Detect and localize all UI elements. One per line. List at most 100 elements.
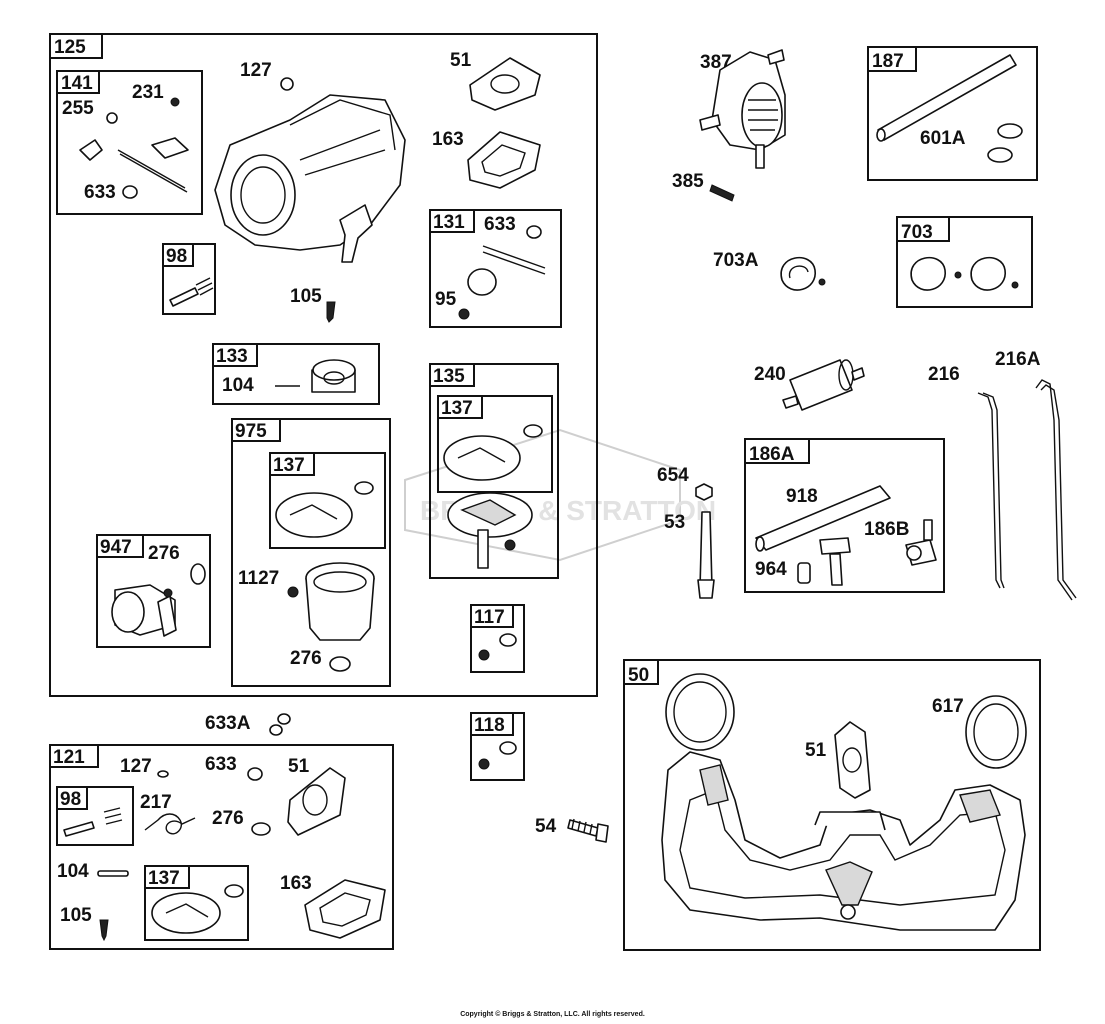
seal-617-part <box>965 695 1027 769</box>
group-131-frame <box>429 209 562 328</box>
label-231[interactable]: 231 <box>132 82 164 103</box>
spring-217-part <box>144 813 196 835</box>
label-104[interactable]: 104 <box>222 375 254 396</box>
gasket-51-c-part <box>834 721 871 799</box>
group-703-frame <box>896 216 1033 308</box>
seal-633-part <box>247 767 263 781</box>
group-121-frame <box>49 744 394 950</box>
group-50-tag[interactable]: 50 <box>628 665 649 686</box>
bolt-54-part <box>567 818 609 843</box>
group-137-a-tag[interactable]: 137 <box>441 398 473 419</box>
label-385[interactable]: 385 <box>672 171 704 192</box>
float-part <box>275 359 356 393</box>
clamps-703-part <box>910 256 1019 291</box>
label-703A[interactable]: 703A <box>713 250 759 271</box>
clamps-601A-part <box>987 123 1023 163</box>
label-240[interactable]: 240 <box>754 364 786 385</box>
group-135-tag[interactable]: 135 <box>433 366 465 387</box>
group-975-tag[interactable]: 975 <box>235 421 267 442</box>
label-633-c[interactable]: 633 <box>205 754 237 775</box>
float-bowl-part <box>305 562 375 641</box>
link-216A-part <box>1035 379 1073 601</box>
label-601A[interactable]: 601A <box>920 128 966 149</box>
group-118-tag[interactable]: 118 <box>474 715 505 736</box>
label-633A[interactable]: 633A <box>205 713 251 734</box>
label-276[interactable]: 276 <box>290 648 322 669</box>
gasket-51-b-part <box>287 767 346 836</box>
label-51-b[interactable]: 51 <box>288 756 310 777</box>
washer-117-part <box>499 633 517 647</box>
group-187-tag[interactable]: 187 <box>872 51 904 72</box>
group-137-c-tag[interactable]: 137 <box>148 868 180 889</box>
label-964[interactable]: 964 <box>755 559 787 580</box>
group-137-b-frame <box>269 452 386 549</box>
label-105[interactable]: 105 <box>290 286 322 307</box>
needle-105-b-part <box>99 919 109 942</box>
group-135-frame <box>429 363 559 579</box>
label-217[interactable]: 217 <box>140 792 172 813</box>
group-98-b-tag[interactable]: 98 <box>60 789 81 810</box>
label-255[interactable]: 255 <box>62 98 94 119</box>
group-141-frame <box>56 70 203 215</box>
label-186B[interactable]: 186B <box>864 519 909 540</box>
label-104-b[interactable]: 104 <box>57 861 89 882</box>
group-98-b-frame <box>56 786 134 846</box>
gasket-163-part <box>467 131 541 189</box>
gasket-163-b-part <box>304 879 386 939</box>
seal-127-part <box>157 770 169 778</box>
group-137-b-tag[interactable]: 137 <box>273 455 305 476</box>
label-633[interactable]: 633 <box>84 182 116 203</box>
group-975-frame <box>231 418 391 687</box>
label-127-b[interactable]: 127 <box>120 756 152 777</box>
group-131-tag[interactable]: 131 <box>433 212 465 233</box>
group-133-frame <box>212 343 380 405</box>
washer-276-part <box>329 656 351 672</box>
group-98-tag[interactable]: 98 <box>166 246 187 267</box>
group-186A-tag[interactable]: 186A <box>749 444 795 465</box>
group-703-tag[interactable]: 703 <box>901 222 933 243</box>
group-125-tag[interactable]: 125 <box>54 37 86 58</box>
label-54[interactable]: 54 <box>535 816 557 837</box>
label-51[interactable]: 51 <box>450 50 472 71</box>
label-105-b[interactable]: 105 <box>60 905 92 926</box>
fuel-line-918-part <box>755 485 891 552</box>
label-163[interactable]: 163 <box>432 129 464 150</box>
nut-654-part <box>695 483 713 501</box>
screw-385-part <box>709 184 735 202</box>
screw-118-part <box>478 758 490 770</box>
float-bowl-plate-part <box>447 492 533 569</box>
label-216A[interactable]: 216A <box>995 349 1041 370</box>
group-121-tag[interactable]: 121 <box>53 747 85 768</box>
screw-117-part <box>478 649 490 661</box>
label-1127[interactable]: 1127 <box>238 568 279 589</box>
fuel-pump-part <box>699 49 786 169</box>
group-141-tag[interactable]: 141 <box>61 73 93 94</box>
group-133-tag[interactable]: 133 <box>216 346 248 367</box>
fuel-filter-240-part <box>782 359 865 411</box>
label-95[interactable]: 95 <box>435 289 457 310</box>
label-51-c[interactable]: 51 <box>805 740 827 761</box>
label-53[interactable]: 53 <box>664 512 685 533</box>
sleeve-964-part <box>797 562 811 584</box>
label-163-b[interactable]: 163 <box>280 873 312 894</box>
group-947-frame <box>96 534 211 648</box>
throttle-shaft-part <box>79 97 189 199</box>
idle-screw-b-part <box>63 807 123 837</box>
label-216[interactable]: 216 <box>928 364 960 385</box>
label-918[interactable]: 918 <box>786 486 818 507</box>
washers-633A-part <box>269 713 291 736</box>
group-117-tag[interactable]: 117 <box>474 607 505 628</box>
fitting-186B-part <box>905 519 937 566</box>
label-617[interactable]: 617 <box>932 696 964 717</box>
label-276-b[interactable]: 276 <box>148 543 180 564</box>
group-947-tag[interactable]: 947 <box>100 537 132 558</box>
label-654[interactable]: 654 <box>657 465 689 486</box>
gasket-kit-137-b-part <box>275 481 374 538</box>
washer-276-c-part <box>251 822 271 836</box>
label-127[interactable]: 127 <box>240 60 272 81</box>
label-276-c[interactable]: 276 <box>212 808 244 829</box>
label-633-b[interactable]: 633 <box>484 214 516 235</box>
group-137-a-frame <box>437 395 553 493</box>
needle-105-part <box>326 301 336 323</box>
